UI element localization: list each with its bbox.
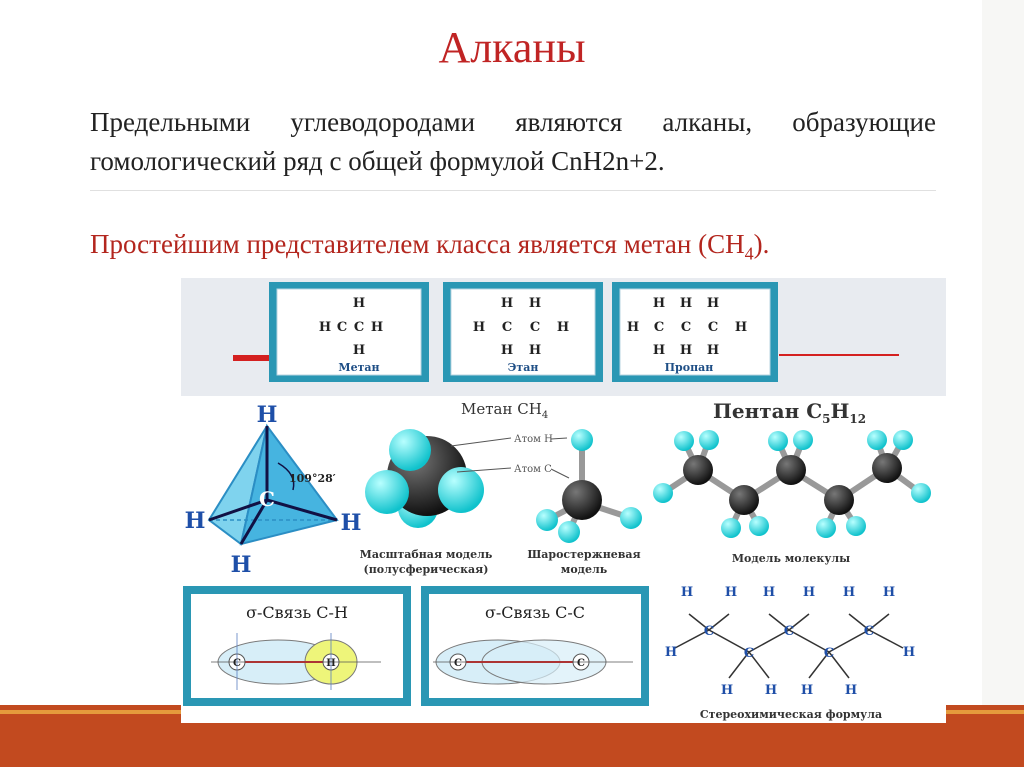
svg-text:H: H: [353, 343, 365, 358]
stereo-h: H: [763, 585, 775, 600]
space-filling-model: [365, 429, 484, 528]
ballstick-caption-2: модель: [561, 563, 608, 576]
sigma-ch-c: C: [233, 658, 241, 669]
svg-text:H: H: [707, 343, 719, 358]
svg-text:H: H: [707, 296, 719, 311]
sigma-cc-c1: C: [454, 658, 462, 669]
sigma-ch-diagram: [211, 633, 381, 690]
stereo-h: H: [765, 683, 777, 698]
lewis-label-ethane: Этан: [508, 361, 539, 374]
atom-h-label: Атом H: [514, 434, 553, 445]
svg-text:H: H: [473, 320, 485, 335]
tetra-h-right: H: [341, 510, 362, 536]
sigma-ch-h: H: [326, 658, 335, 669]
svg-text:H: H: [353, 296, 365, 311]
stereo-c: C: [784, 624, 794, 639]
stereo-c: C: [704, 624, 714, 639]
scale-model-caption: Масштабная модель: [360, 548, 493, 561]
sigma-ch-title: σ-Связь С-Н: [246, 603, 348, 622]
svg-text:C: C: [337, 320, 347, 335]
stereo-h: H: [903, 645, 915, 660]
svg-text:H: H: [529, 296, 541, 311]
bond-angle-label: 109°28′: [289, 472, 336, 485]
stereo-h: H: [681, 585, 693, 600]
stereo-h: H: [803, 585, 815, 600]
methane-subscript: 4: [744, 243, 754, 264]
sigma-cc-title: σ-Связь С-С: [485, 603, 585, 622]
methane-paragraph-tail: ).: [753, 229, 770, 259]
svg-text:C: C: [654, 320, 664, 335]
scale-model-caption-2: (полусферическая): [363, 563, 488, 576]
definition-paragraph: Предельными углеводородами являются алка…: [90, 107, 936, 176]
tetra-h-top: H: [257, 402, 278, 428]
stereo-h: H: [843, 585, 855, 600]
sigma-cc-c2: C: [577, 658, 585, 669]
stereo-h: H: [725, 585, 737, 600]
ballstick-caption: Шаростержневая: [527, 548, 640, 561]
svg-text:H: H: [653, 296, 665, 311]
tetra-h-left: H: [185, 508, 206, 534]
svg-text:H: H: [653, 343, 665, 358]
svg-text:C: C: [708, 320, 718, 335]
lewis-label-propane: Пропан: [665, 361, 714, 374]
slide-title: Алканы: [438, 23, 586, 72]
molecule-model-caption: Модель молекулы: [732, 552, 850, 565]
pentane-header: Пентан C5H12: [713, 399, 866, 426]
stereo-h: H: [845, 683, 857, 698]
methane-paragraph-text: Простейшим представителем класса являетс…: [90, 229, 745, 259]
ball-stick-model: [536, 429, 642, 543]
stereo-h: H: [883, 585, 895, 600]
svg-text:C: C: [354, 320, 364, 335]
tetra-c-center: C: [259, 487, 275, 511]
tetrahedron-diagram: [207, 423, 339, 546]
lewis-label-methane: Метан: [338, 361, 379, 374]
svg-text:C: C: [502, 320, 512, 335]
svg-text:H: H: [735, 320, 747, 335]
svg-text:H: H: [501, 296, 513, 311]
svg-text:C: C: [681, 320, 691, 335]
stereo-caption: Стереохимическая формула: [700, 708, 882, 721]
stereo-h: H: [665, 645, 677, 660]
svg-text:H: H: [371, 320, 383, 335]
svg-text:H: H: [627, 320, 639, 335]
methane-paragraph: Простейшим представителем класса являетс…: [90, 225, 936, 273]
divider-line: [90, 190, 936, 191]
stereo-formula: [674, 613, 904, 679]
tetra-h-bottom: H: [231, 552, 252, 578]
stereo-c: C: [744, 646, 754, 661]
svg-text:H: H: [680, 343, 692, 358]
right-decor-strip: [982, 0, 1024, 705]
stereo-c: C: [864, 624, 874, 639]
atom-c-label: Атом C: [514, 464, 552, 475]
stereo-h: H: [801, 683, 813, 698]
svg-text:H: H: [680, 296, 692, 311]
stereo-c: C: [824, 646, 834, 661]
methane-header: Метан CH4: [461, 400, 548, 421]
svg-text:H: H: [501, 343, 513, 358]
pentane-molecule-model: [653, 430, 931, 538]
svg-text:H: H: [319, 320, 331, 335]
stereo-h: H: [721, 683, 733, 698]
svg-text:H: H: [557, 320, 569, 335]
svg-text:C: C: [530, 320, 540, 335]
sigma-cc-diagram: [433, 639, 633, 685]
svg-text:H: H: [529, 343, 541, 358]
